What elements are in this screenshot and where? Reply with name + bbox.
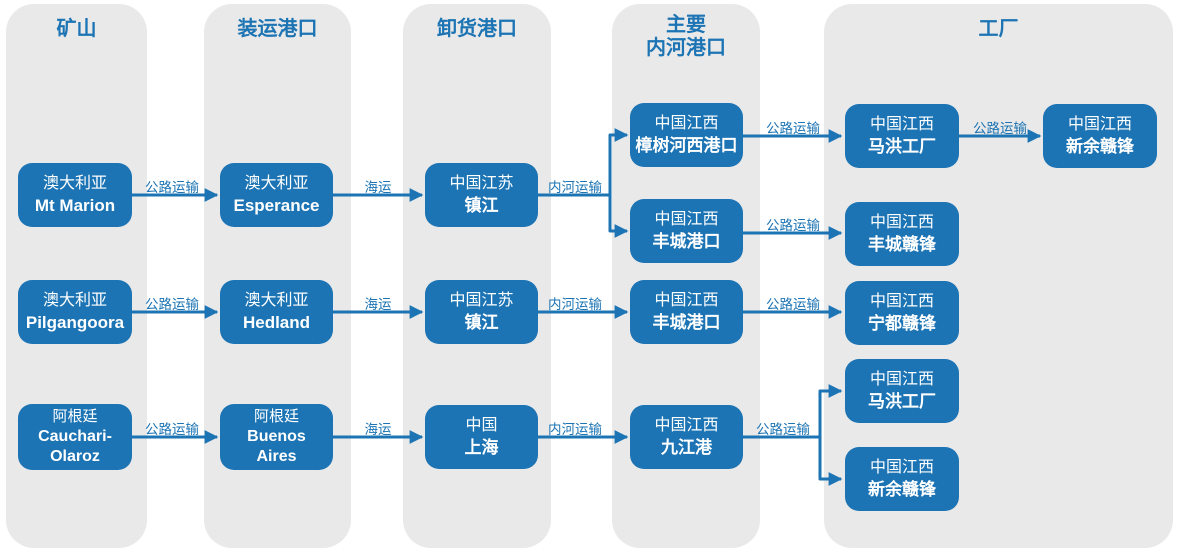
- node-label-line: Cauchari-: [38, 428, 112, 445]
- node-mahong-plant-1: 中国江西 马洪工厂: [845, 104, 959, 168]
- node-pilgangoora: 澳大利亚 Pilgangoora: [18, 280, 132, 344]
- node-label-line: Olaroz: [50, 448, 100, 465]
- node-label-line: 镇江: [464, 196, 499, 215]
- node-label-line: 中国江西: [869, 116, 934, 133]
- node-label-line: 新余赣锋: [1066, 137, 1134, 156]
- node-label-line: 中国江西: [869, 214, 934, 231]
- node-label-line: 中国江西: [869, 459, 934, 476]
- node-label-line: 澳大利亚: [244, 292, 309, 309]
- node-buenos-aires: 阿根廷 Buenos Aires: [220, 404, 333, 470]
- node-label-line: 上海: [464, 438, 499, 457]
- transport-label-river-3: 内河运输: [548, 422, 602, 437]
- node-label-line: 中国江西: [654, 211, 719, 228]
- node-mahong-plant-2: 中国江西 马洪工厂: [845, 359, 959, 423]
- node-cauchari-olaroz: 阿根廷 Cauchari- Olaroz: [18, 404, 132, 470]
- transport-label-road-fengcheng: 公路运输: [766, 218, 820, 233]
- node-label-line: 新余赣锋: [868, 480, 936, 499]
- node-label-line: Aires: [256, 448, 297, 465]
- node-label-line: 马洪工厂: [868, 137, 936, 156]
- node-label-line: 马洪工厂: [868, 392, 936, 411]
- node-xinyu-ganfeng-2: 中国江西 新余赣锋: [845, 447, 959, 511]
- column-header-factories: 工厂: [978, 18, 1019, 40]
- column-header-river-ports: 主要内河港口: [612, 14, 760, 60]
- node-zhenjiang-1: 中国江苏 镇江: [425, 163, 538, 227]
- node-ningdu-ganfeng: 中国江西 宁都赣锋: [845, 281, 959, 345]
- node-fengcheng-port-2: 中国江西 丰城港口: [630, 280, 743, 344]
- node-label-line: 中国江西: [654, 292, 719, 309]
- transport-label-road-3: 公路运输: [145, 422, 199, 437]
- node-label-line: Buenos: [247, 428, 306, 445]
- transport-label-road-jiujiang: 公路运输: [756, 422, 810, 437]
- node-label-line: Pilgangoora: [25, 313, 125, 332]
- node-label-line: Esperance: [233, 196, 320, 215]
- transport-label-sea-1: 海运: [364, 180, 392, 195]
- node-label-line: 镇江: [464, 313, 499, 332]
- node-label-line: 丰城港口: [652, 313, 721, 332]
- node-label-line: 中国江西: [654, 115, 719, 132]
- column-header-mines: 矿山: [56, 18, 97, 40]
- transport-label-sea-2: 海运: [364, 297, 392, 312]
- transport-label-river-1: 内河运输: [548, 180, 602, 195]
- transport-label-road-ningdu: 公路运输: [766, 297, 820, 312]
- node-label-line: 丰城赣锋: [868, 235, 936, 254]
- node-fengcheng-ganfeng: 中国江西 丰城赣锋: [845, 202, 959, 266]
- node-fengcheng-port-1: 中国江西 丰城港口: [630, 199, 743, 263]
- node-shanghai: 中国 上海: [425, 405, 538, 469]
- transport-label-road-mahong-xinyu: 公路运输: [973, 121, 1027, 136]
- node-label-line: 澳大利亚: [42, 292, 107, 309]
- transport-label-road-2: 公路运输: [145, 297, 199, 312]
- node-label-line: 樟树河西港口: [635, 136, 738, 155]
- node-label-line: 中国江西: [869, 371, 934, 388]
- node-label-line: 九江港: [661, 438, 712, 457]
- node-label-line: 中国江西: [654, 417, 719, 434]
- transport-label-road-1: 公路运输: [145, 180, 199, 195]
- column-header-river-ports-line1: 主要: [666, 14, 706, 36]
- node-zhangshu-hexi-port: 中国江西 樟树河西港口: [630, 103, 743, 167]
- node-label-line: 中国江西: [1067, 116, 1132, 133]
- node-label-line: 中国江苏: [449, 175, 514, 192]
- node-label-line: Mt Marion: [34, 196, 116, 215]
- node-xinyu-ganfeng-1: 中国江西 新余赣锋: [1043, 104, 1157, 168]
- node-zhenjiang-2: 中国江苏 镇江: [425, 280, 538, 344]
- node-label-line: Hedland: [242, 313, 311, 332]
- node-label-line: 阿根廷: [52, 408, 98, 425]
- column-header-unloading-ports: 卸货港口: [437, 18, 517, 40]
- node-esperance: 澳大利亚 Esperance: [220, 163, 333, 227]
- node-label-line: 中国江西: [869, 293, 934, 310]
- node-label-line: 中国江苏: [449, 292, 514, 309]
- node-label-line: 丰城港口: [652, 232, 721, 251]
- node-label-line: 澳大利亚: [42, 175, 107, 192]
- node-label-line: 中国: [465, 417, 498, 434]
- transport-label-river-2: 内河运输: [548, 297, 602, 312]
- column-header-river-ports-line2: 内河港口: [646, 37, 726, 59]
- transport-label-road-zhangshu-mahong: 公路运输: [766, 121, 820, 136]
- column-header-shipping-ports: 装运港口: [237, 18, 318, 40]
- node-jiujiang-port: 中国江西 九江港: [630, 405, 743, 469]
- node-hedland: 澳大利亚 Hedland: [220, 280, 333, 344]
- node-label-line: 阿根廷: [253, 408, 299, 425]
- transport-label-sea-3: 海运: [364, 422, 392, 437]
- node-mt-marion: 澳大利亚 Mt Marion: [18, 163, 132, 227]
- node-label-line: 宁都赣锋: [868, 314, 936, 333]
- node-label-line: 澳大利亚: [244, 175, 309, 192]
